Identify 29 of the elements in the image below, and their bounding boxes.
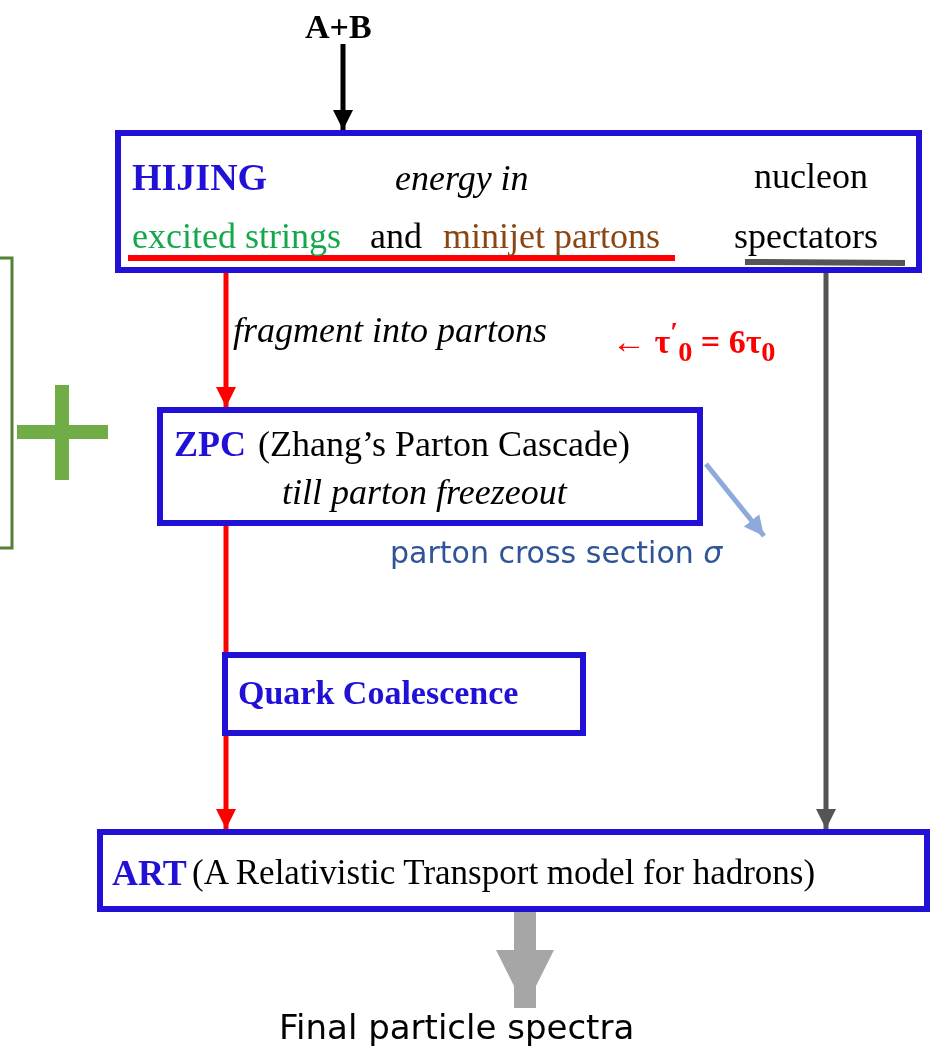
arrow	[216, 273, 236, 407]
arrow	[333, 44, 353, 130]
process-box	[157, 407, 703, 526]
node-text: till parton freezeout	[282, 474, 567, 510]
arrow	[816, 273, 836, 829]
node-text: (Zhang’s Parton Cascade)	[258, 426, 630, 462]
node-text: nucleon	[754, 158, 868, 194]
arrow	[216, 736, 236, 829]
node-text: energy in	[395, 160, 529, 196]
annotation-text: fragment into partons	[233, 312, 547, 348]
model-name: ART	[112, 855, 187, 891]
process-box	[222, 652, 586, 736]
formula-label: ← τ$^{′}$$_{0}$ = 6τ$_{0}$	[612, 318, 776, 367]
model-name: ZPC	[174, 426, 246, 462]
node-text: A+B	[305, 10, 372, 44]
model-name: HIJING	[132, 158, 268, 196]
node-text: spectators	[734, 218, 878, 254]
model-name: Quark Coalescence	[238, 676, 519, 710]
arrow	[496, 912, 554, 1008]
process-box	[97, 829, 930, 912]
connector-line	[223, 526, 229, 652]
node-text: (A Relativistic Transport model for hadrons)	[192, 855, 816, 890]
node-text: excited strings	[132, 218, 341, 254]
process-box	[115, 130, 922, 273]
node-text: and	[370, 218, 422, 254]
node-text: minijet partons	[443, 218, 660, 254]
node-text: parton cross section σ	[390, 538, 723, 568]
node-text: Final particle spectra	[279, 1010, 635, 1044]
arrow	[704, 462, 766, 538]
